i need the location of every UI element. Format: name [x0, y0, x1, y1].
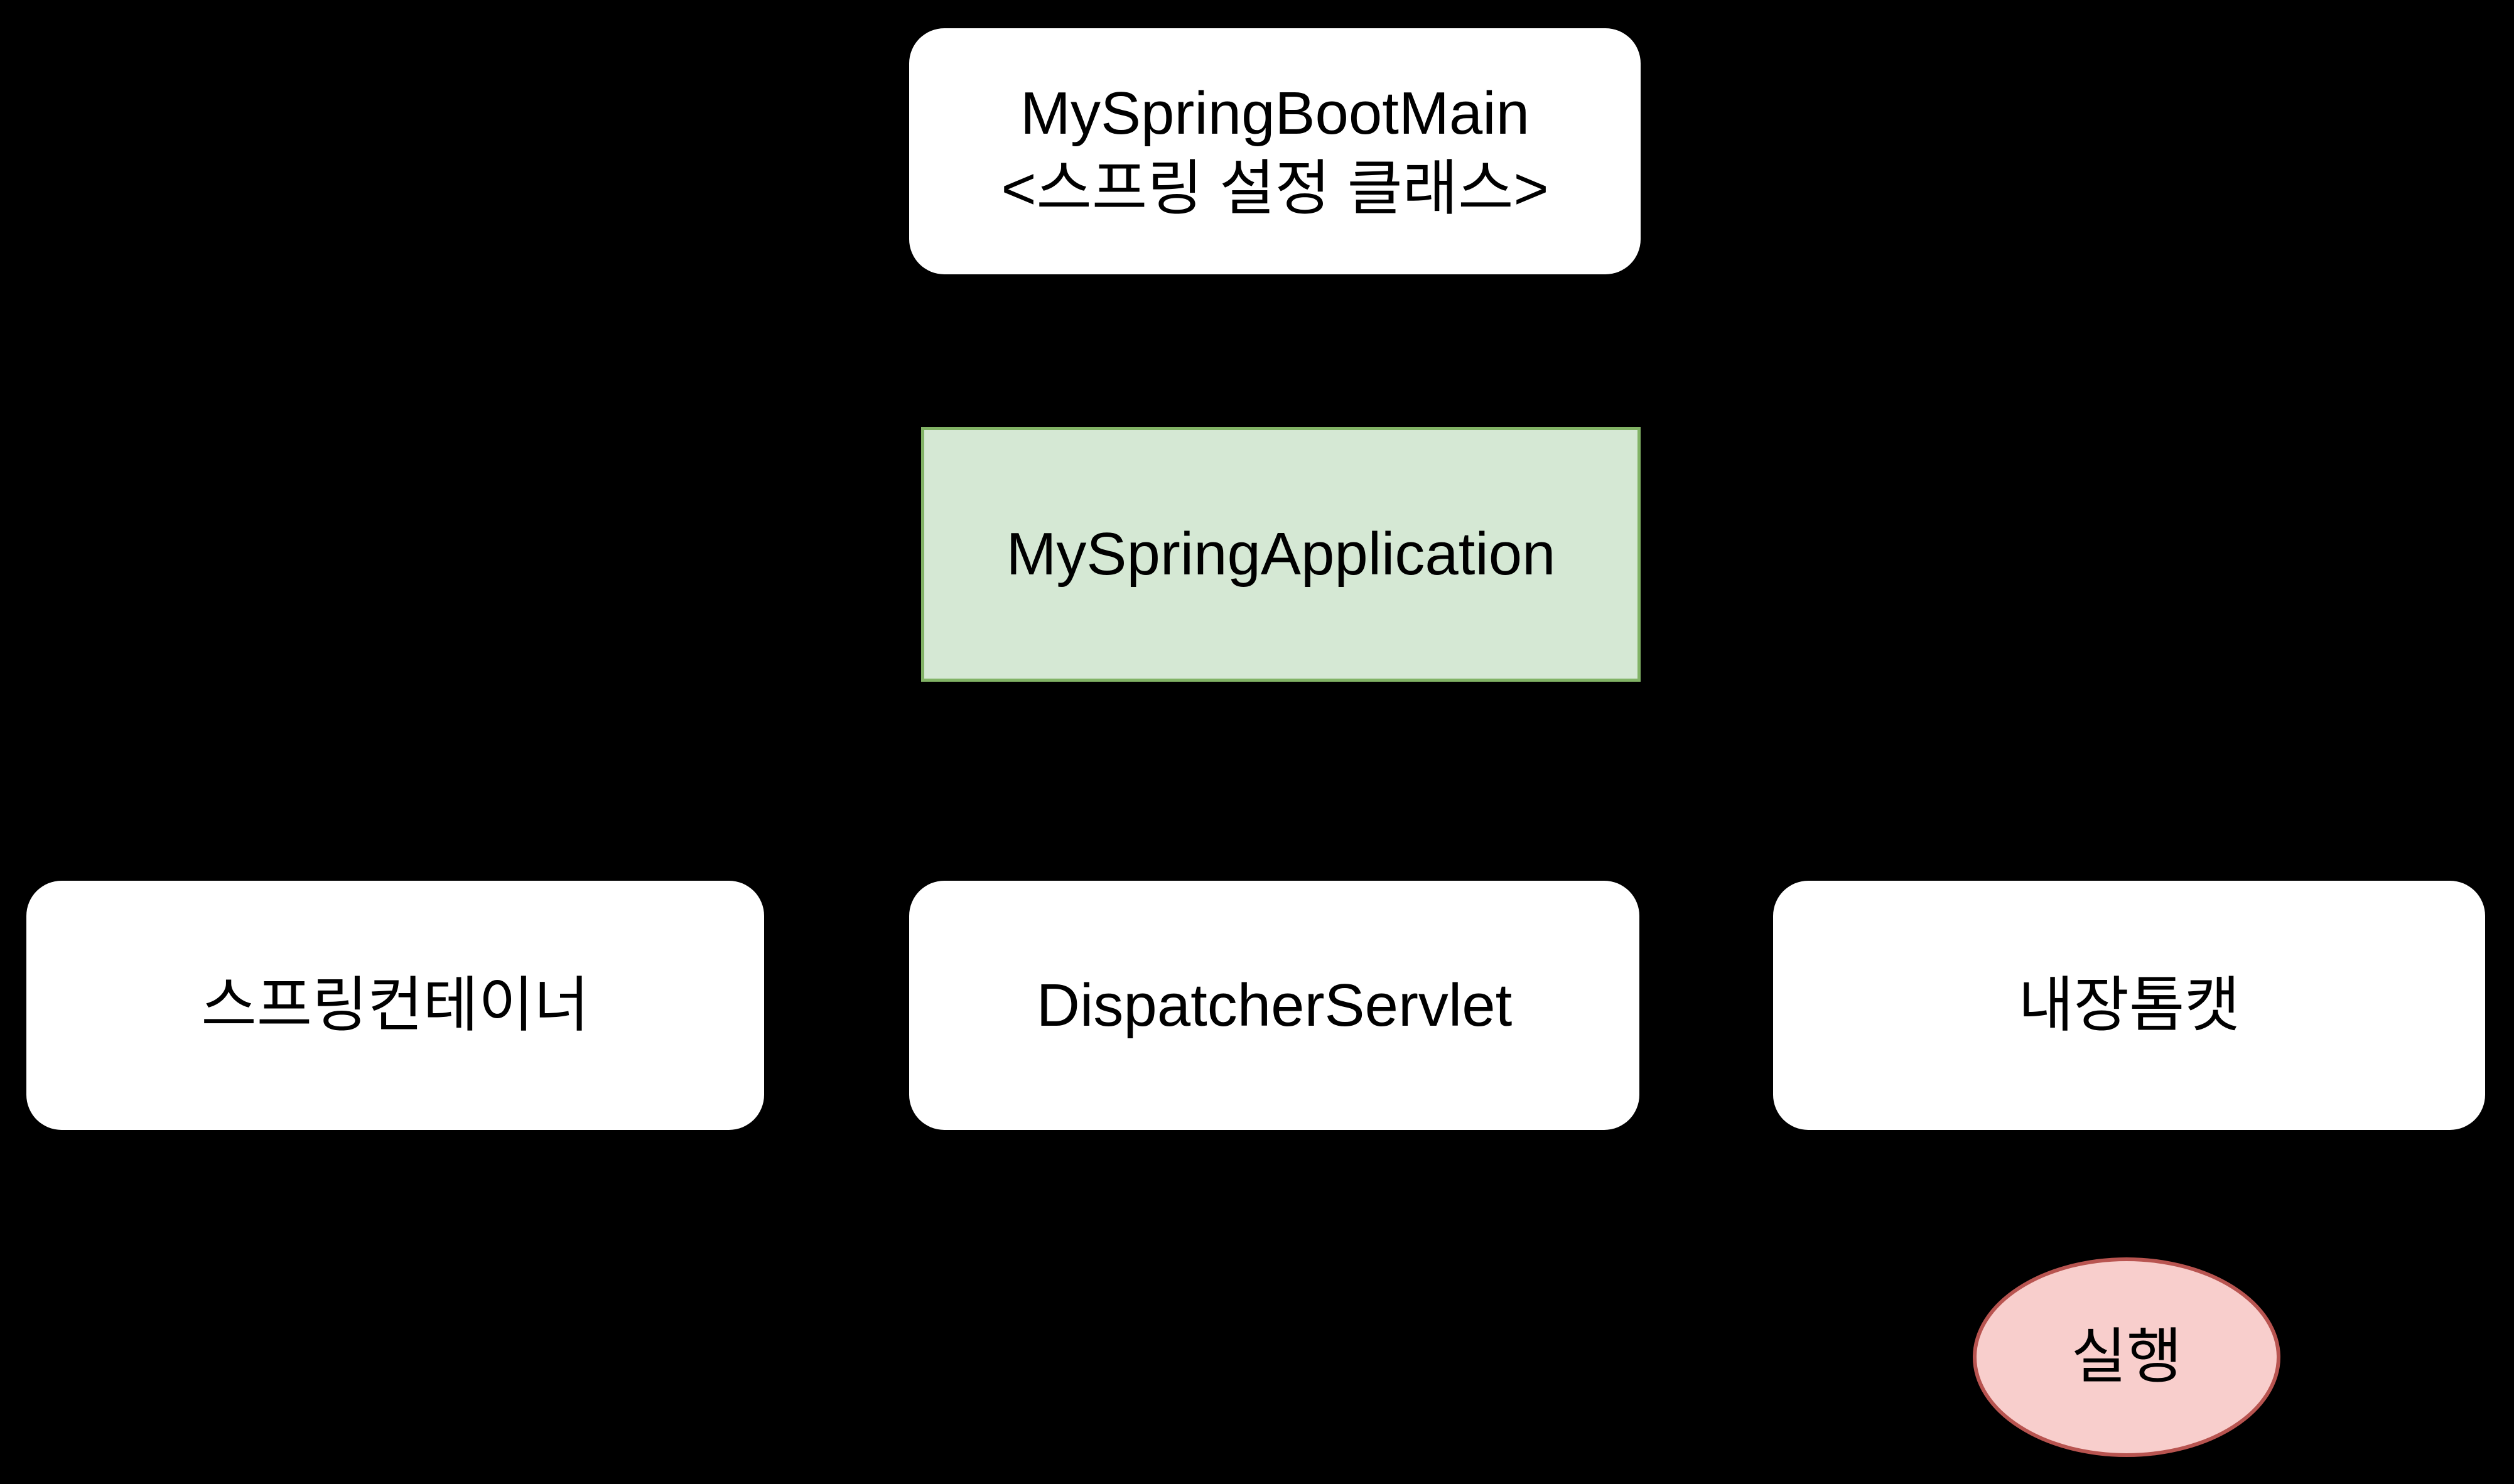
node-myspringbootmain: MySpringBootMain <스프링 설정 클래스> [909, 28, 1641, 274]
node-spring-container-label: 스프링컨테이너 [201, 971, 590, 1039]
node-embedded-tomcat-label: 내장톰캣 [2018, 971, 2240, 1039]
node-spring-container: 스프링컨테이너 [26, 881, 764, 1130]
node-myspringbootmain-title: MySpringBootMain [1020, 80, 1530, 147]
node-embedded-tomcat: 내장톰캣 [1773, 881, 2485, 1130]
node-myspringapplication: MySpringApplication [921, 427, 1641, 682]
node-run-label: 실행 [2071, 1323, 2182, 1390]
node-dispatcher-servlet: DispatcherServlet [909, 881, 1639, 1130]
node-myspringapplication-label: MySpringApplication [1006, 520, 1556, 588]
node-run-ellipse: 실행 [1973, 1257, 2280, 1457]
node-myspringbootmain-subtitle: <스프링 설정 클래스> [1001, 155, 1549, 222]
node-dispatcher-servlet-label: DispatcherServlet [1036, 971, 1513, 1039]
